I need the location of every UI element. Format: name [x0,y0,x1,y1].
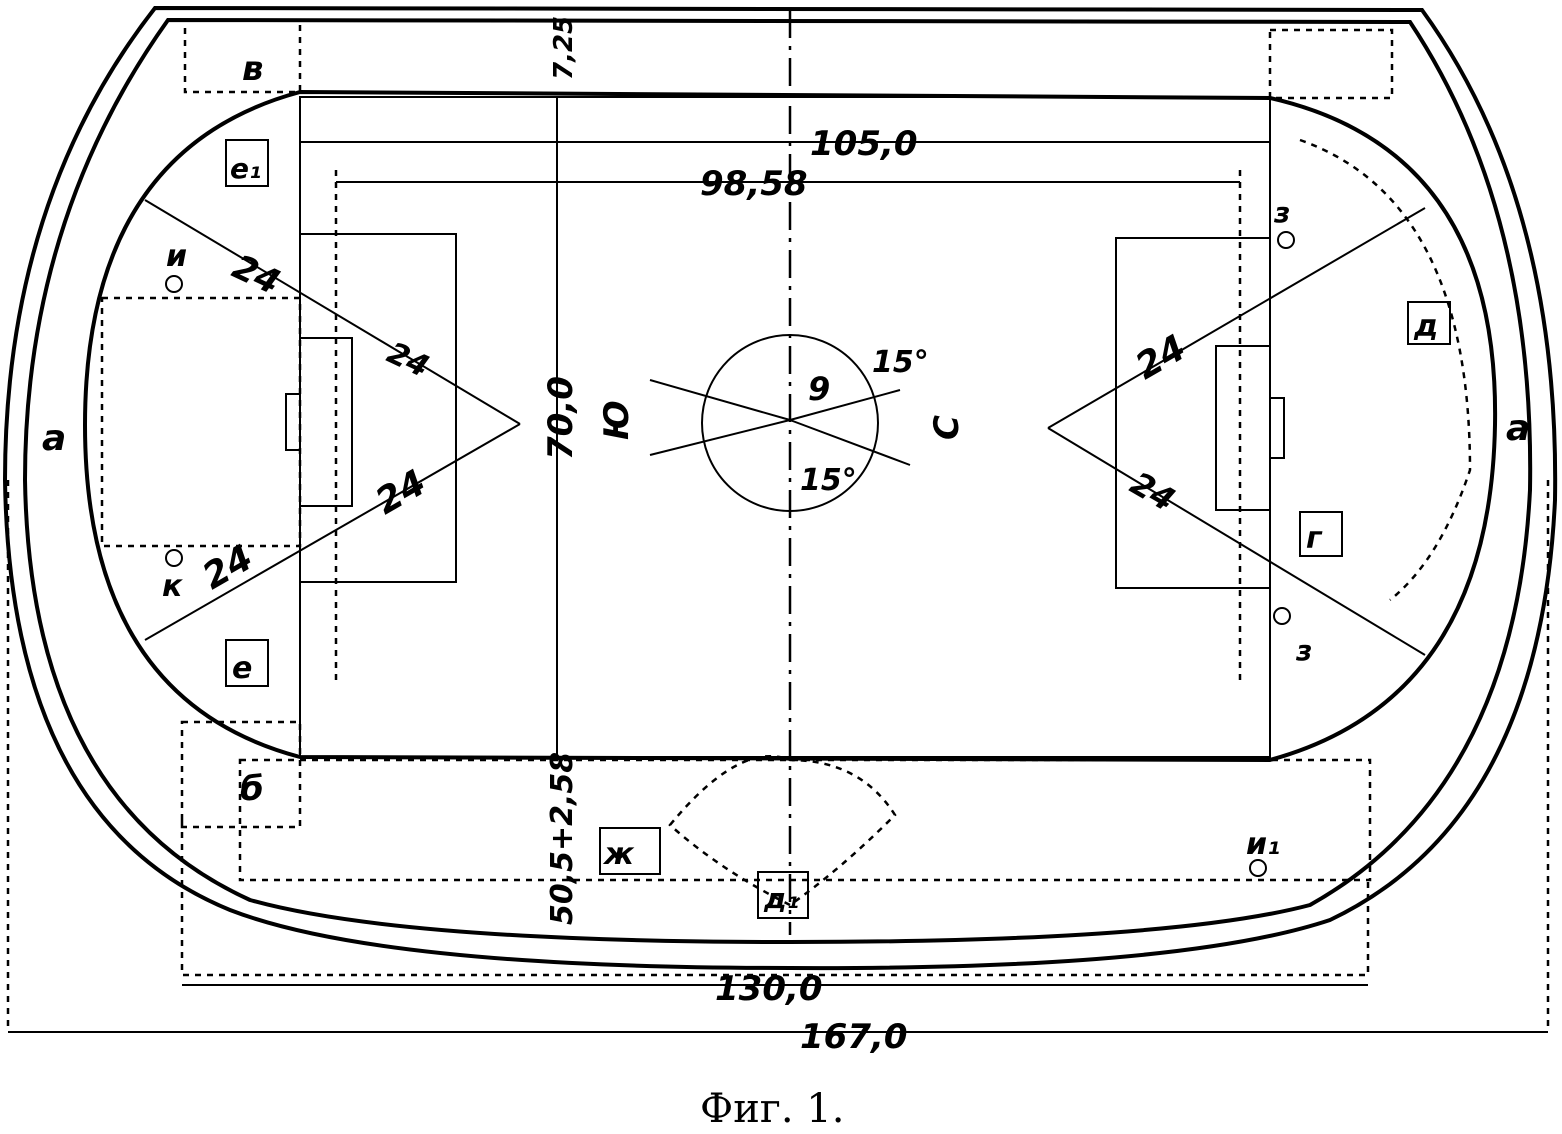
marker-z-bottom [1273,607,1291,625]
running-track [82,89,1498,763]
right-goal [1269,397,1285,459]
label-d: д [1413,309,1438,344]
label-zh: ж [602,837,635,872]
label-e: е [232,651,252,686]
zone-bottom [238,758,1372,882]
throwing-sector [1299,138,1472,601]
angle-bottom-label: 15° [800,463,857,498]
outer-boundary [2,5,1558,971]
box-e [225,639,269,687]
label-v: в [242,49,264,89]
label-d1: д₁ [763,882,799,915]
label-k: к [162,569,183,604]
label-i: и [166,239,187,274]
zone-outer-bottom [180,820,1370,977]
label-z-top: з [1273,196,1290,229]
left-goal [285,393,301,451]
center-radius-label: 9 [808,370,830,408]
label-g: г [1306,521,1323,556]
zone-v-right [1268,28,1394,100]
box-zh [599,827,661,875]
marker-i [165,275,183,293]
radius-lines [144,199,1426,656]
left-penalty-area [299,233,457,583]
radius-label-3: 24 [369,462,433,523]
left-goal-area [299,337,353,507]
radius-label-2: 24 [382,336,435,385]
zone-left-jump [100,296,302,548]
marker-i1 [1249,859,1267,877]
box-g [1299,511,1343,557]
centre-circle [701,334,879,512]
radius-label-5: 24 [1129,327,1193,388]
right-penalty-area [1115,237,1271,589]
label-a-right: а [1506,408,1530,449]
right-goal-area [1215,345,1271,511]
radius-label-6: 24 [1124,464,1182,519]
dim-167-label: 167,0 [800,1017,908,1057]
figure-caption: Фиг. 1. [700,1086,844,1132]
box-d [1407,301,1451,345]
label-i1: и₁ [1246,827,1280,862]
zone-sector [668,755,897,907]
zone-v [183,18,302,94]
dim-70-label: 70,0 [541,376,581,460]
label-b: б [240,769,264,809]
dim-105-label: 105,0 [810,124,918,164]
inner-boundary [22,17,1533,945]
box-d1 [757,871,809,919]
dim-top-offset-label: 7,25 [549,16,579,80]
dim-130-label: 130,0 [715,969,823,1009]
label-a-left: а [42,418,66,459]
label-north: Ю [597,400,637,440]
zone-b [180,720,302,829]
box-e1 [225,139,269,187]
radius-label-1: 24 [226,247,286,303]
label-e1: е₁ [230,152,261,185]
label-z-bottom: з [1295,634,1312,667]
dim-98-label: 98,58 [700,164,808,204]
angle-top-label: 15° [872,345,929,380]
marker-k [165,549,183,567]
dim-bottom-offset-label: 50,5+2,58 [545,752,580,925]
label-south: С [927,415,967,440]
marker-z-top [1277,231,1295,249]
